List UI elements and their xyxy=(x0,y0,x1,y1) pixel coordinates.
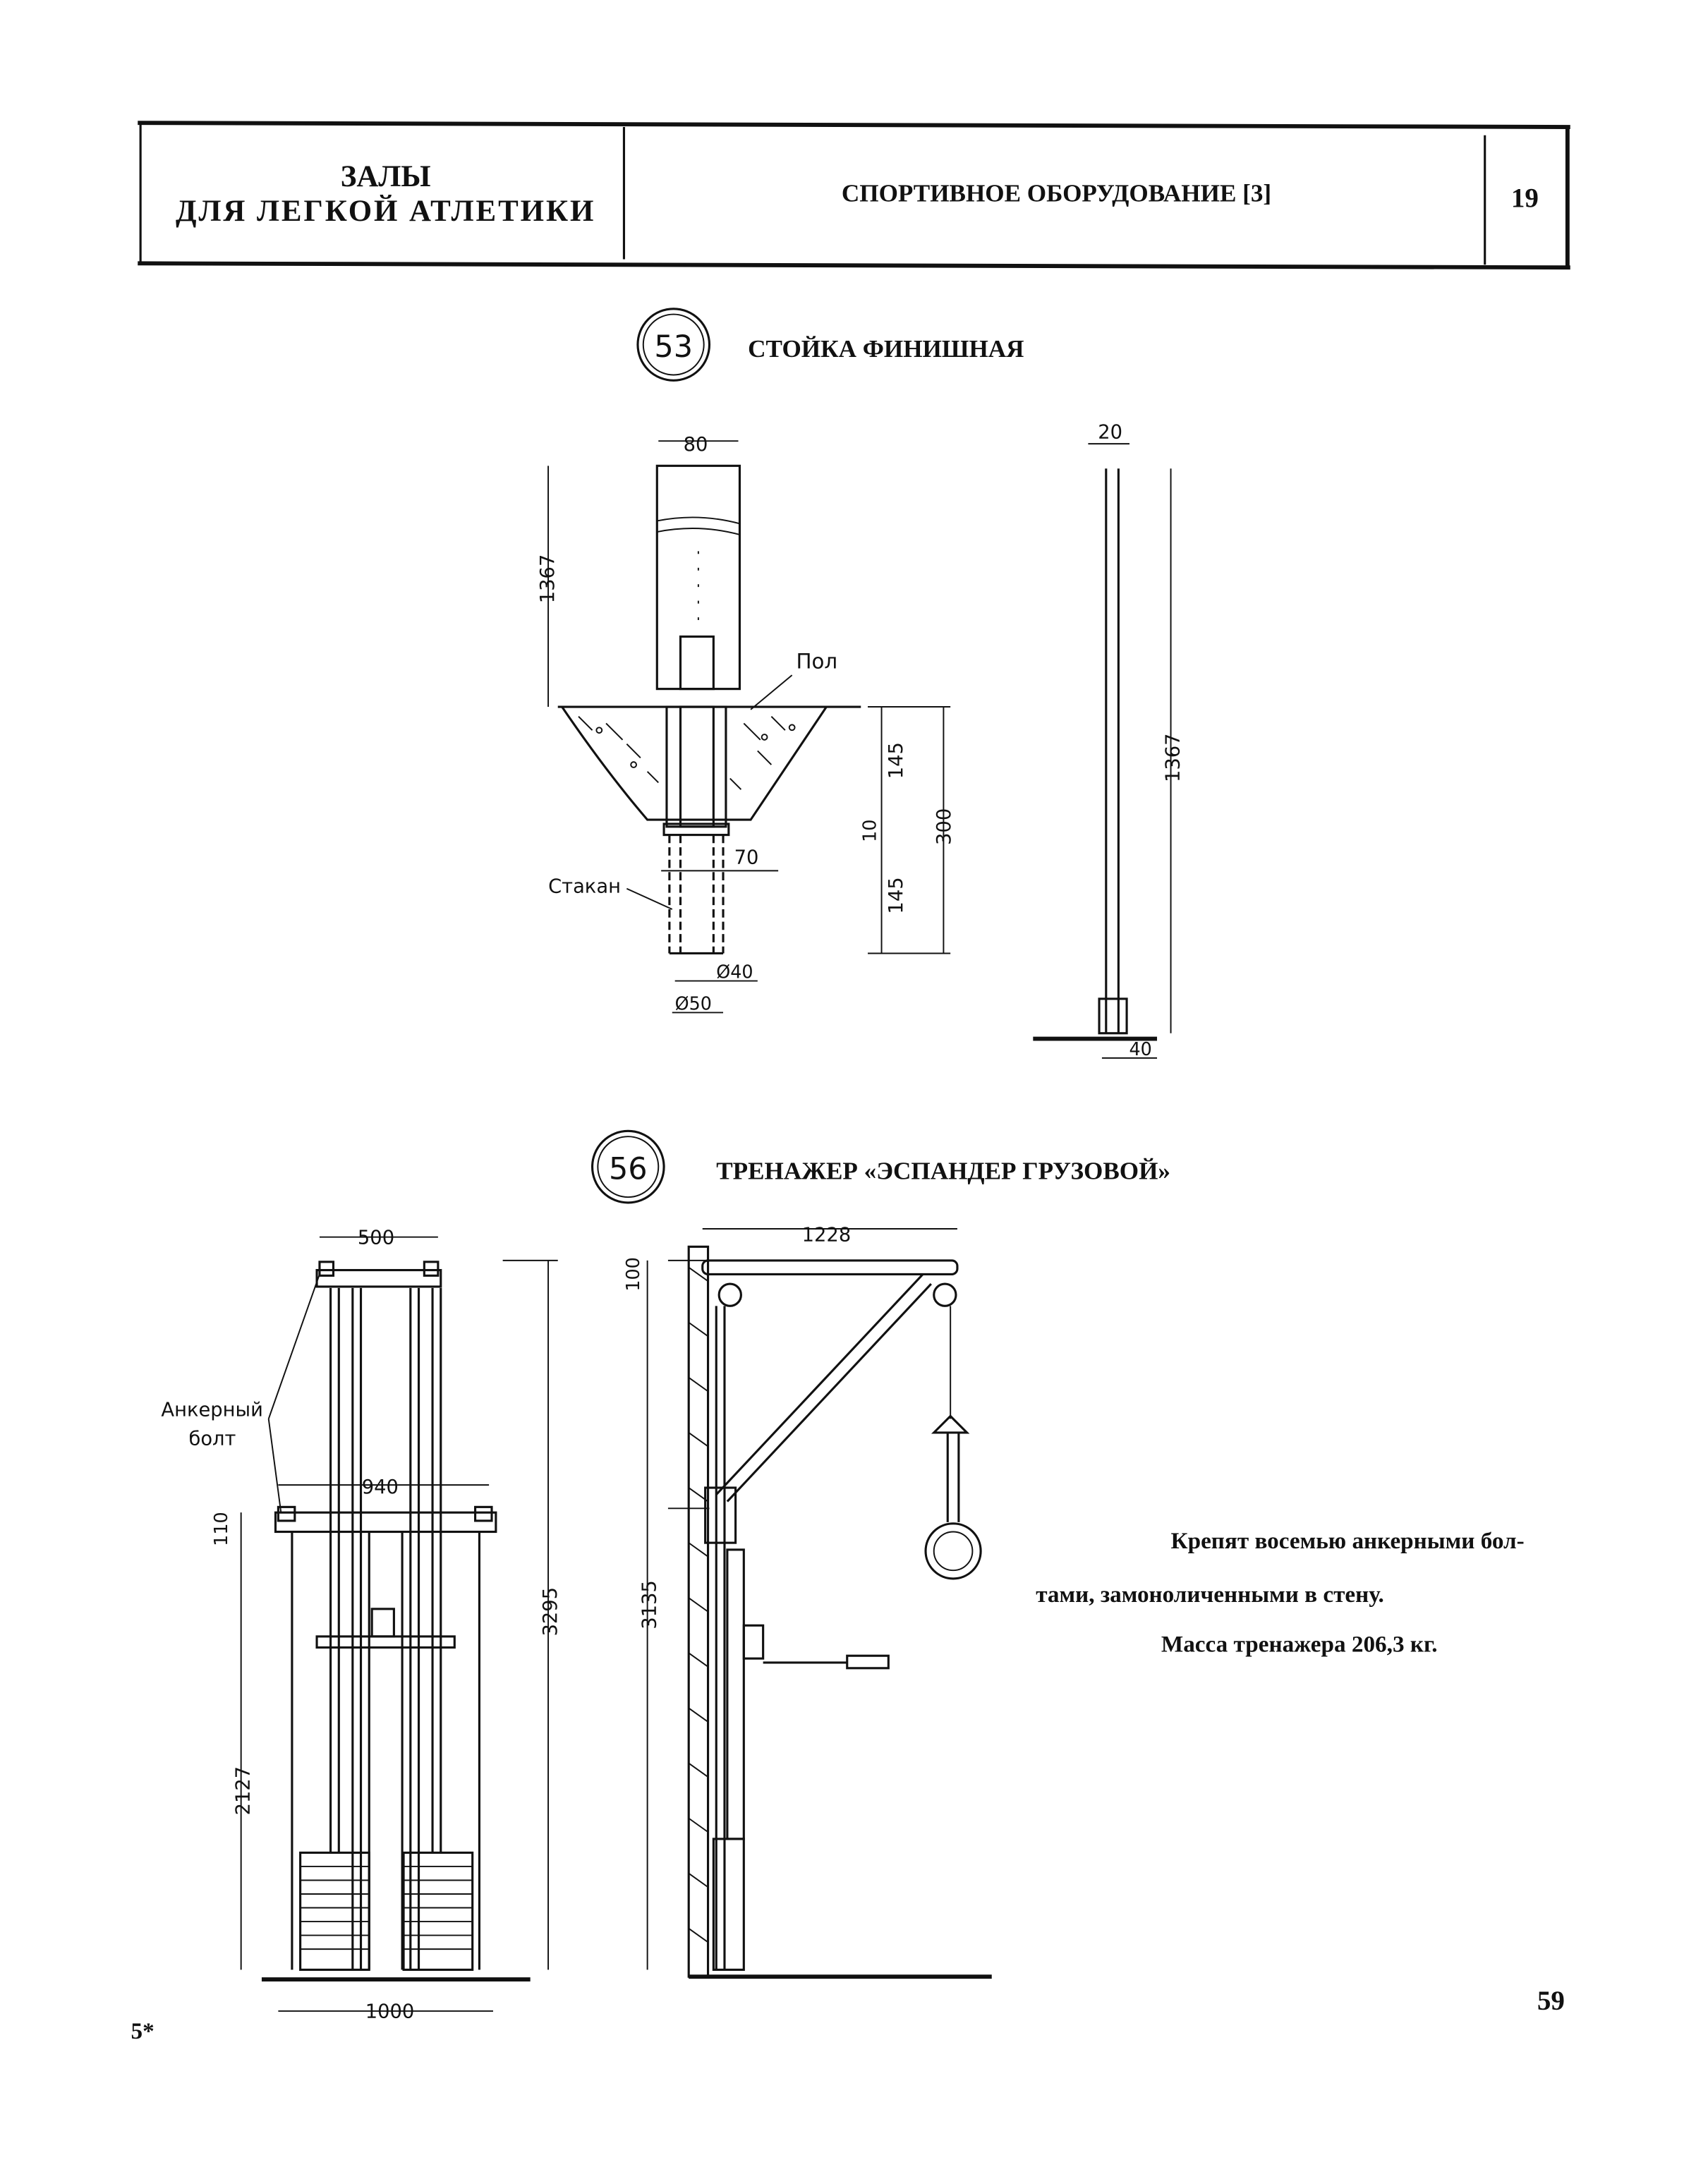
section-title-line2: ДЛЯ ЛЕГКОЙ АТЛЕТИКИ xyxy=(176,195,595,228)
figure-53-heading: 53 СТОЙКА ФИНИШНАЯ xyxy=(636,308,1024,382)
figure-53-number: 53 xyxy=(654,329,693,365)
dim-110: 110 xyxy=(210,1512,231,1546)
figure-56-side-view: 1228 100 3135 xyxy=(622,1225,992,1979)
dim-1228: 1228 xyxy=(802,1225,852,1246)
dim-80: 80 xyxy=(684,434,708,456)
sheet-number: 19 xyxy=(1511,183,1539,213)
page-header: ЗАЛЫ ДЛЯ ЛЕГКОЙ АТЛЕТИКИ СПОРТИВНОЕ ОБОР… xyxy=(138,121,1570,270)
dim-1000: 1000 xyxy=(365,2001,415,2023)
figure-53-side-view: 20 1367 40 xyxy=(1033,421,1184,1060)
dim-20: 20 xyxy=(1098,421,1122,443)
figure-56-notes: Крепят восемью анкерными бол- тами, замо… xyxy=(1036,1528,1524,1657)
dim-40-base: 40 xyxy=(1129,1038,1151,1060)
page-footer: 5* 59 xyxy=(131,1986,1564,2044)
note-line-2: тами, замоноличенными в стену. xyxy=(1036,1582,1384,1608)
figure-53-front-view: 80 1367 Пол 145 10 300 145 70 Стакан Ø40… xyxy=(537,434,955,1014)
figure-56-front-view: 500 Анкерный болт 940 110 3295 2127 1000 xyxy=(161,1227,561,2022)
note-line-1: Крепят восемью анкерными бол- xyxy=(1171,1528,1525,1554)
note-line-3: Масса тренажера 206,3 кг. xyxy=(1161,1631,1438,1657)
dim-1367-front: 1367 xyxy=(537,554,559,604)
anchor-bolt-label-2: болт xyxy=(188,1428,236,1450)
anchor-bolt-label-1: Анкерный xyxy=(161,1400,262,1421)
topic-title: СПОРТИВНОЕ ОБОРУДОВАНИЕ [3] xyxy=(842,179,1271,207)
cup-label: Стакан xyxy=(548,876,621,898)
signature-mark: 5* xyxy=(131,2018,154,2044)
dim-300: 300 xyxy=(933,808,955,845)
page-number: 59 xyxy=(1537,1986,1565,2016)
dim-145-lower: 145 xyxy=(885,877,907,913)
dim-1367-side: 1367 xyxy=(1162,733,1184,782)
section-title-line1: ЗАЛЫ xyxy=(341,160,431,193)
dim-10: 10 xyxy=(859,820,880,842)
figure-56-title: ТРЕНАЖЕР «ЭСПАНДЕР ГРУЗОВОЙ» xyxy=(716,1158,1170,1185)
dim-2127: 2127 xyxy=(232,1766,254,1816)
dim-3295: 3295 xyxy=(540,1587,562,1637)
floor-label: Пол xyxy=(796,649,837,673)
dim-940: 940 xyxy=(362,1476,399,1498)
figure-56-heading: 56 ТРЕНАЖЕР «ЭСПАНДЕР ГРУЗОВОЙ» xyxy=(590,1129,1170,1204)
dim-100: 100 xyxy=(622,1257,643,1291)
dim-145-upper: 145 xyxy=(885,742,907,779)
dim-500: 500 xyxy=(358,1227,394,1249)
figure-53-title: СТОЙКА ФИНИШНАЯ xyxy=(748,335,1024,363)
figure-56-number: 56 xyxy=(609,1152,648,1187)
dim-dia-50: Ø50 xyxy=(675,993,712,1014)
dim-dia-40: Ø40 xyxy=(716,961,753,983)
dim-3135: 3135 xyxy=(638,1580,660,1629)
dim-70: 70 xyxy=(734,847,759,869)
